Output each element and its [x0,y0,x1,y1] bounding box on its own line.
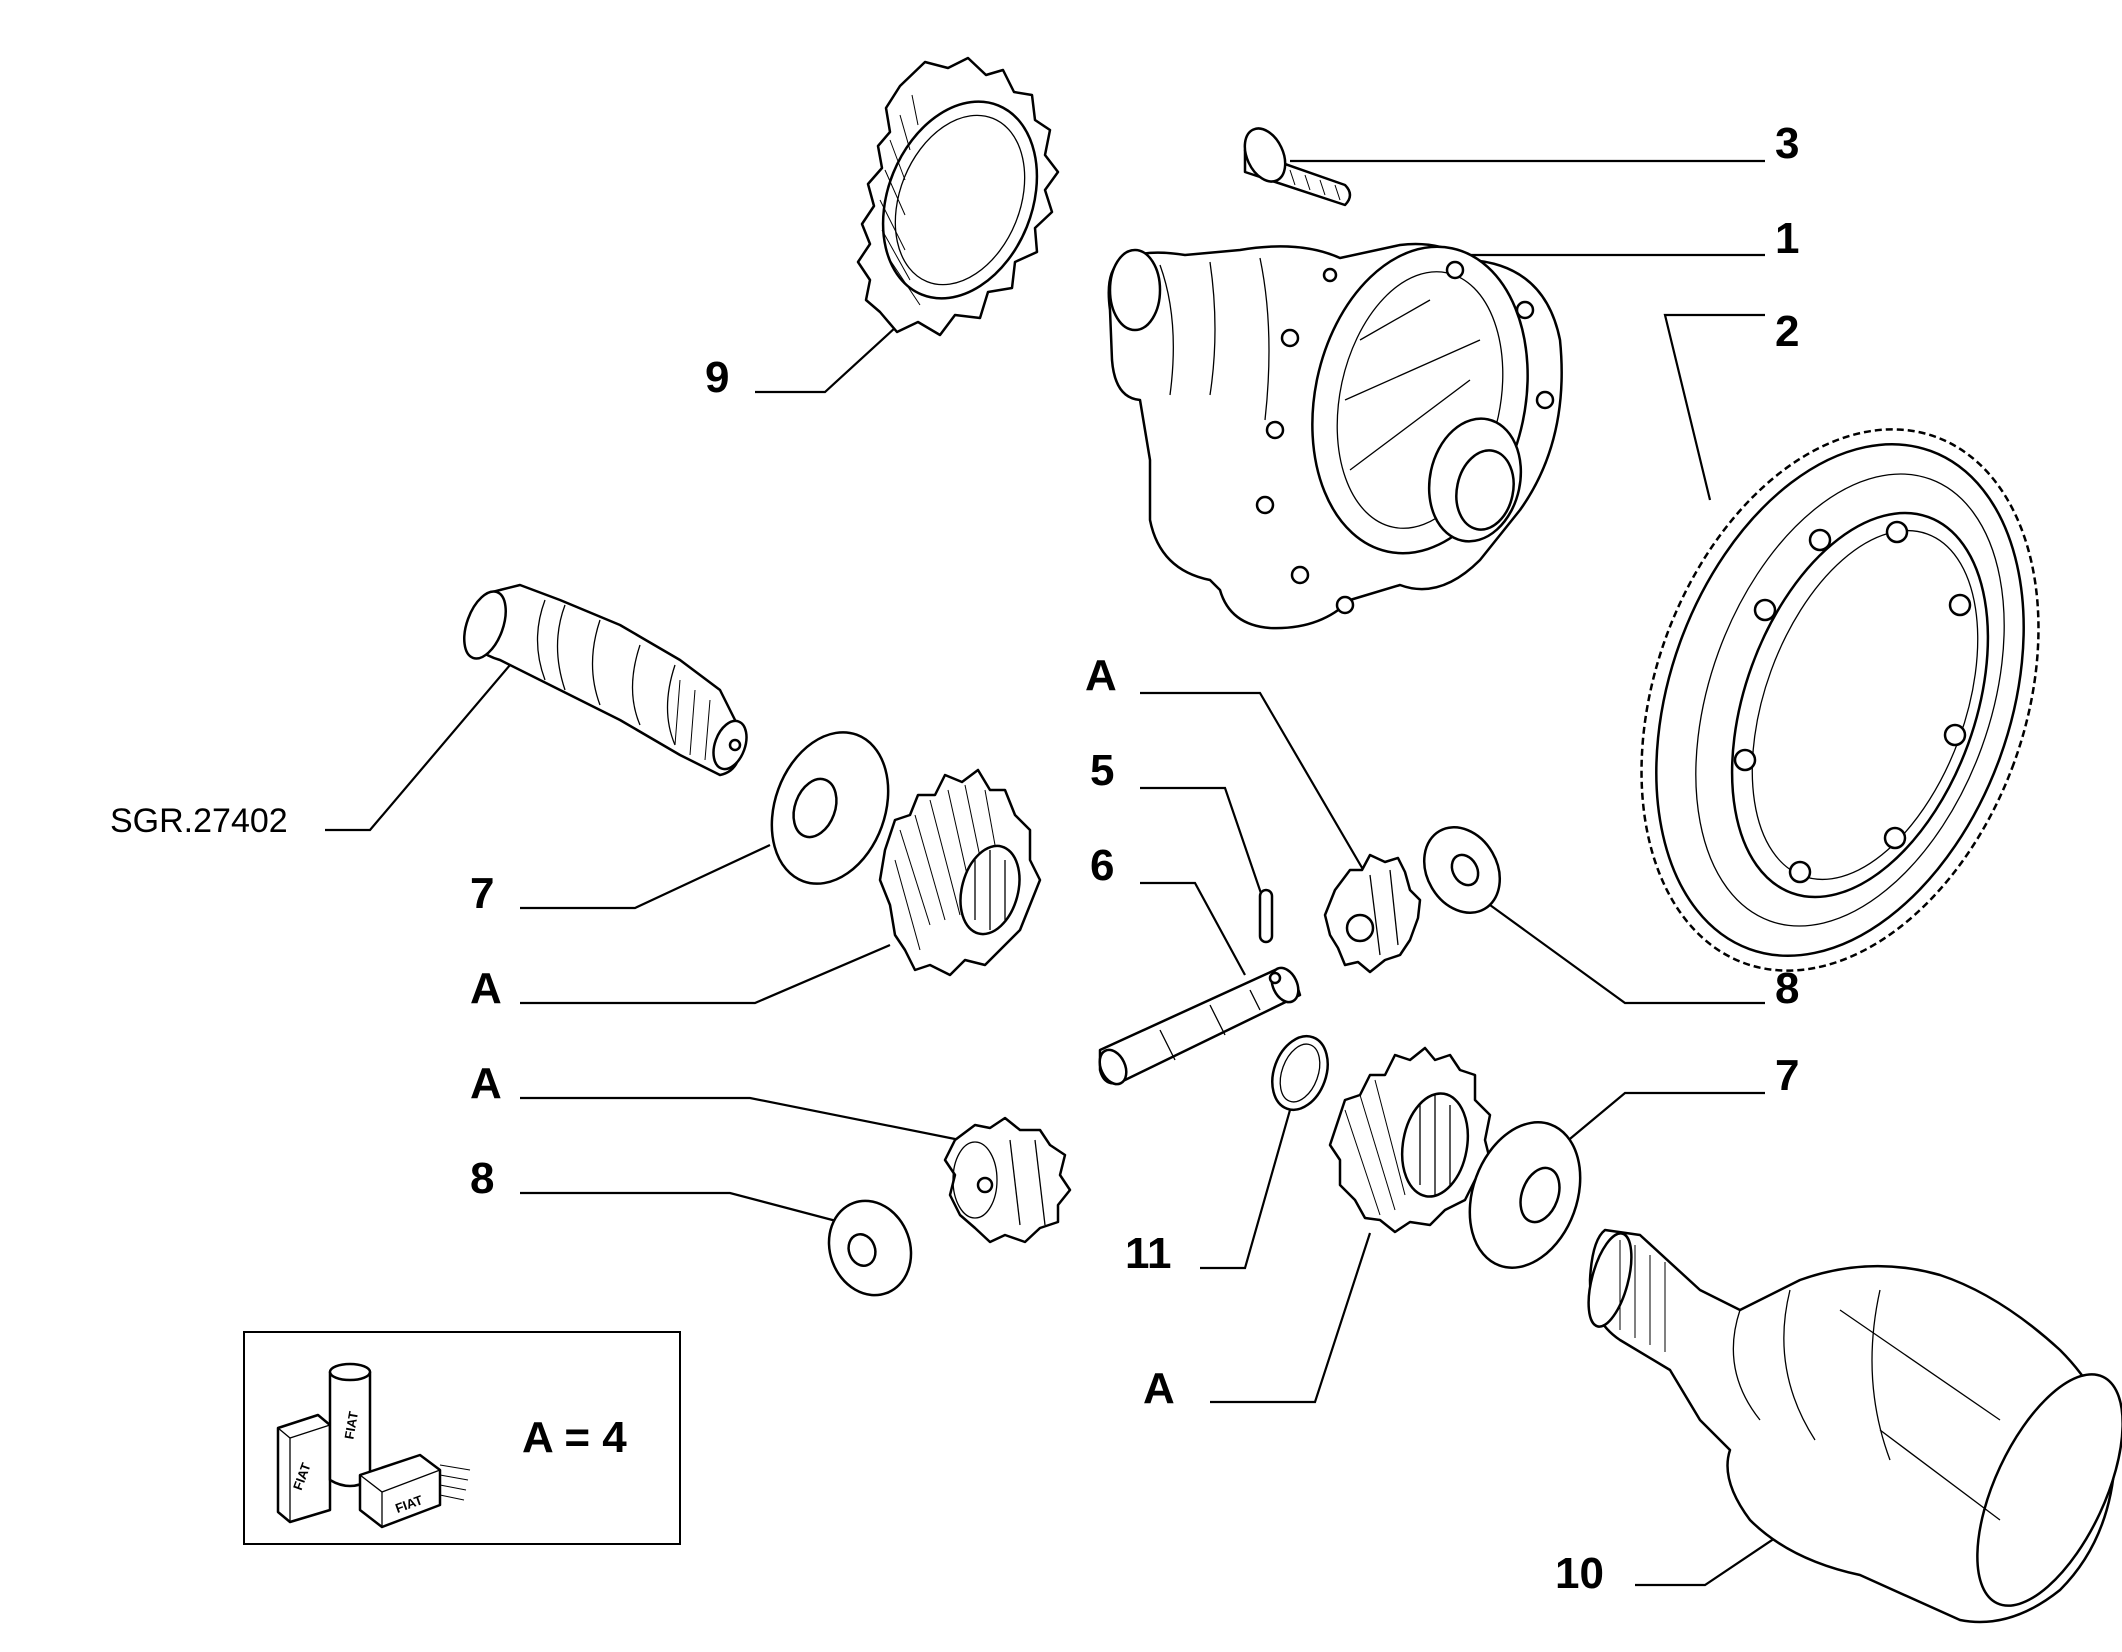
part-7-washer-right [1468,1121,1582,1269]
part-10-cv-joint [1587,1228,2122,1624]
part-1-differential-housing [1107,242,1563,630]
leader-7-right [1564,1091,1765,1144]
legend-brand-2: FIAT [341,1410,361,1440]
callout-7-left: 7 [470,869,494,918]
part-7-washer-left [770,731,890,885]
leader-8-left [520,1191,841,1224]
leader-9 [755,304,921,394]
callout-1: 1 [1775,214,1799,263]
fiat-parts-icon: FIAT FIAT FIAT [276,1362,471,1529]
leader-ref [325,664,511,832]
leader-7-left [520,844,771,910]
callout-A-center: A [1085,651,1117,700]
part-9-bevel-ring [856,56,1060,337]
leader-A-bottom [1210,1232,1372,1404]
callouts: 3 1 2 9 SGR.27402 7 A A 8 A 5 6 8 7 11 A… [110,119,1799,1598]
legend-label: A = 4 [522,1413,627,1462]
part-A-side-gear-right [1328,1046,1492,1234]
leader-A-left1 [520,943,891,1005]
leader-2 [1663,313,1765,501]
part-11-shim-ring [1271,1034,1329,1112]
leader-8-right [1489,904,1765,1005]
callout-A-left1: A [470,964,502,1013]
legend-box: FIAT FIAT FIAT A = 4 [243,1331,681,1545]
leader-6 [1140,881,1246,976]
callout-10: 10 [1555,1549,1604,1598]
leader-5 [1140,786,1267,906]
callout-5: 5 [1090,746,1114,795]
callout-7-right: 7 [1775,1051,1799,1100]
callout-3: 3 [1775,119,1799,168]
callout-8-right: 8 [1775,964,1799,1013]
part-A-pinion-center [1323,853,1422,974]
leader-11 [1200,1102,1294,1270]
part-5-pin [1258,888,1274,944]
callout-2: 2 [1775,307,1799,356]
leader-10 [1635,1527,1791,1587]
part-8-washer-left [827,1199,913,1297]
part-2-crown-wheel [1640,428,2040,972]
leader-A-center [1140,691,1376,891]
part-6-cross-shaft [1098,966,1302,1086]
callout-11: 11 [1125,1229,1172,1278]
callout-8-left: 8 [470,1154,494,1203]
callout-ref-sgr: SGR.27402 [110,802,288,840]
part-8-washer-right [1423,826,1501,914]
leader-A-left2 [520,1096,961,1142]
leader-lines [325,159,1791,1587]
callout-9: 9 [705,353,729,402]
callout-6: 6 [1090,841,1114,890]
part-A-side-gear-left [878,768,1042,977]
shaft-sgr-27402 [463,583,748,777]
part-A-pinion-left [943,1116,1072,1244]
part-3-bolt [1243,127,1352,207]
callout-A-bottom: A [1143,1364,1175,1413]
callout-A-left2: A [470,1059,502,1108]
